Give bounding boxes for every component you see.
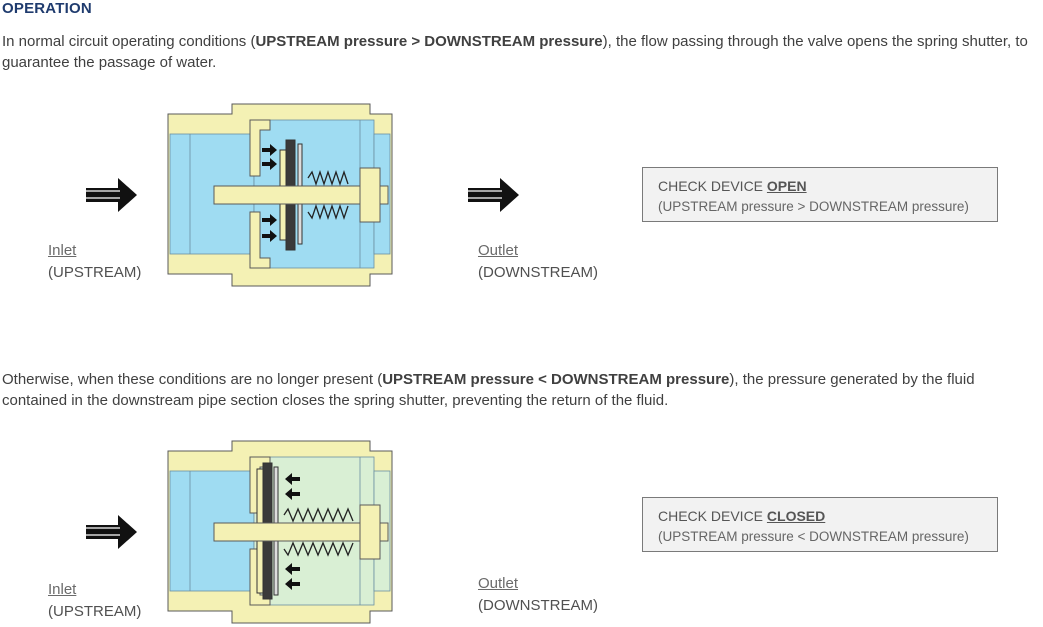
outlet-subtitle: (DOWNSTREAM) [478,264,598,281]
inlet-label: Inlet (UPSTREAM) [48,579,141,623]
outlet-subtitle: (DOWNSTREAM) [478,597,598,614]
inlet-label: Inlet (UPSTREAM) [48,240,141,284]
outlet-title: Outlet [478,242,519,259]
status-prefix: CHECK DEVICE [658,178,767,194]
para-text: ), the pressure generated by the fluid c… [2,371,975,409]
flow-arrows [262,144,277,242]
backflow-arrows [285,473,300,590]
guide-stem [213,504,389,560]
outlet-label: Outlet (DOWNSTREAM) [478,573,598,617]
valve-diagram-open [167,103,393,287]
status-prefix: CHECK DEVICE [658,508,767,524]
outlet-title: Outlet [478,575,519,592]
inlet-title: Inlet [48,242,77,259]
para-bold-text: UPSTREAM pressure > DOWNSTREAM pressure [255,33,603,50]
status-condition: (UPSTREAM pressure < DOWNSTREAM pressure… [658,529,969,544]
inlet-subtitle: (UPSTREAM) [48,603,142,620]
status-state: OPEN [766,178,807,194]
outlet-arrow-icon [468,178,519,212]
status-box-closed: CHECK DEVICE CLOSED (UPSTREAM pressure <… [642,497,998,552]
para-bold-text: UPSTREAM pressure < DOWNSTREAM pressure [382,371,730,388]
inlet-title: Inlet [48,581,77,598]
valve-seat [249,119,271,269]
guide-stem [213,167,389,223]
status-box-open: CHECK DEVICE OPEN (UPSTREAM pressure > D… [642,167,998,222]
inlet-subtitle: (UPSTREAM) [48,264,142,281]
status-condition: (UPSTREAM pressure > DOWNSTREAM pressure… [658,199,969,214]
para-text: In normal circuit operating conditions ( [2,33,256,50]
operation-paragraph-closed: Otherwise, when these conditions are no … [2,369,1042,411]
valve-diagram-closed [167,440,393,624]
spring [283,507,354,557]
inlet-arrow-icon [86,178,137,212]
operation-paragraph-open: In normal circuit operating conditions (… [2,31,1042,73]
spring [307,169,349,221]
section-heading: OPERATION [2,0,92,17]
outlet-label: Outlet (DOWNSTREAM) [478,240,598,284]
status-state: CLOSED [766,508,826,524]
para-text: ), the flow passing through the valve op… [2,33,1028,71]
inlet-arrow-icon [86,515,137,549]
para-text: Otherwise, when these conditions are no … [2,371,383,388]
